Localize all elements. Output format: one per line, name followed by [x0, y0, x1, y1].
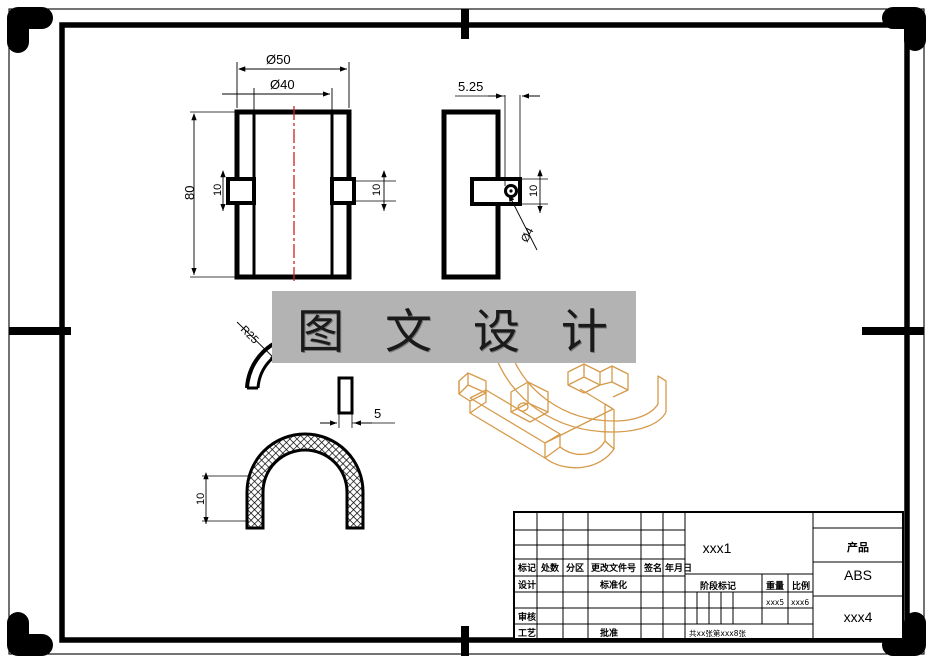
dim-arc-thickness-label: 10	[195, 493, 207, 505]
isometric-3d-view	[458, 347, 667, 469]
stage-mark-header: 阶段标记	[700, 580, 736, 592]
rev-header-zone: 分区	[566, 562, 584, 574]
dim-notch-left-label: 10	[212, 184, 224, 196]
center-tick-left	[9, 327, 71, 335]
title-block-right-grid	[813, 527, 903, 597]
dim-height-label: 80	[182, 186, 197, 200]
product-label: 产品	[847, 540, 869, 554]
title-block: 标记 处数 分区 更改文件号 签名 年月日 设计 标准化 审核 工艺 批准	[513, 511, 904, 640]
corner-mark-bottom-right	[882, 612, 926, 656]
dim-outer-diameter: Ø50	[236, 52, 350, 108]
material-label: ABS	[844, 567, 872, 583]
dim-notch-right: 10	[354, 170, 396, 211]
rev-header-date: 年月日	[665, 562, 692, 574]
dim-notch-left: 10	[212, 170, 226, 211]
corner-mark-top-right	[882, 7, 926, 51]
dim-radius-label: R25	[238, 324, 261, 347]
role-approve: 批准	[600, 627, 618, 639]
center-tick-right	[862, 327, 924, 335]
watermark-band: 图 文 设 计	[272, 291, 636, 363]
scale-header: 比例	[792, 580, 810, 592]
weight-header: 重量	[766, 580, 784, 592]
rev-header-qty: 处数	[540, 562, 560, 574]
dim-boss-height-label: 10	[528, 185, 540, 197]
role-design: 设计	[518, 579, 536, 591]
sheet-count: 共xx张第xxx8张	[689, 628, 746, 638]
corner-mark-bottom-left	[7, 612, 53, 656]
hatched-arc-section	[245, 432, 365, 530]
dim-height: 80	[182, 111, 235, 278]
front-section-view	[226, 106, 356, 283]
dim-arc-thickness: 10	[195, 472, 249, 524]
rev-header-doc-no: 更改文件号	[591, 562, 636, 574]
center-tick-bottom	[461, 626, 469, 656]
rev-header-signature: 签名	[643, 562, 662, 574]
dim-thickness: 5.25	[455, 79, 540, 186]
weight-value: xxx5	[766, 598, 784, 607]
dim-notch-right-label: 10	[371, 184, 383, 196]
dim-hole-diameter: Ø4	[508, 194, 538, 251]
dim-rib-width-label: 5	[374, 406, 381, 421]
watermark-text: 图 文 设 计	[297, 304, 621, 360]
role-process: 工艺	[518, 627, 536, 639]
rev-header-mark: 标记	[517, 562, 536, 574]
dim-inner-diameter-label: Ø40	[270, 77, 295, 92]
role-review: 审核	[518, 611, 536, 623]
scale-value: xxx6	[791, 598, 809, 607]
title-block-revision-grid	[514, 512, 686, 639]
corner-mark-top-left	[7, 7, 53, 53]
title-block-middle-grid	[685, 512, 814, 639]
code-label: xxx4	[844, 609, 873, 625]
center-tick-top	[461, 9, 469, 39]
dim-hole-diameter-label: Ø4	[519, 226, 536, 245]
dim-boss-height: 10	[520, 169, 548, 213]
role-standardization: 标准化	[599, 579, 627, 591]
dim-outer-diameter-label: Ø50	[266, 52, 291, 67]
rib-detail: 5	[320, 376, 395, 428]
dim-thickness-label: 5.25	[458, 79, 483, 94]
dim-inner-diameter: Ø40	[222, 77, 333, 110]
drawing-number: xxx1	[703, 540, 732, 556]
side-view	[441, 109, 522, 280]
